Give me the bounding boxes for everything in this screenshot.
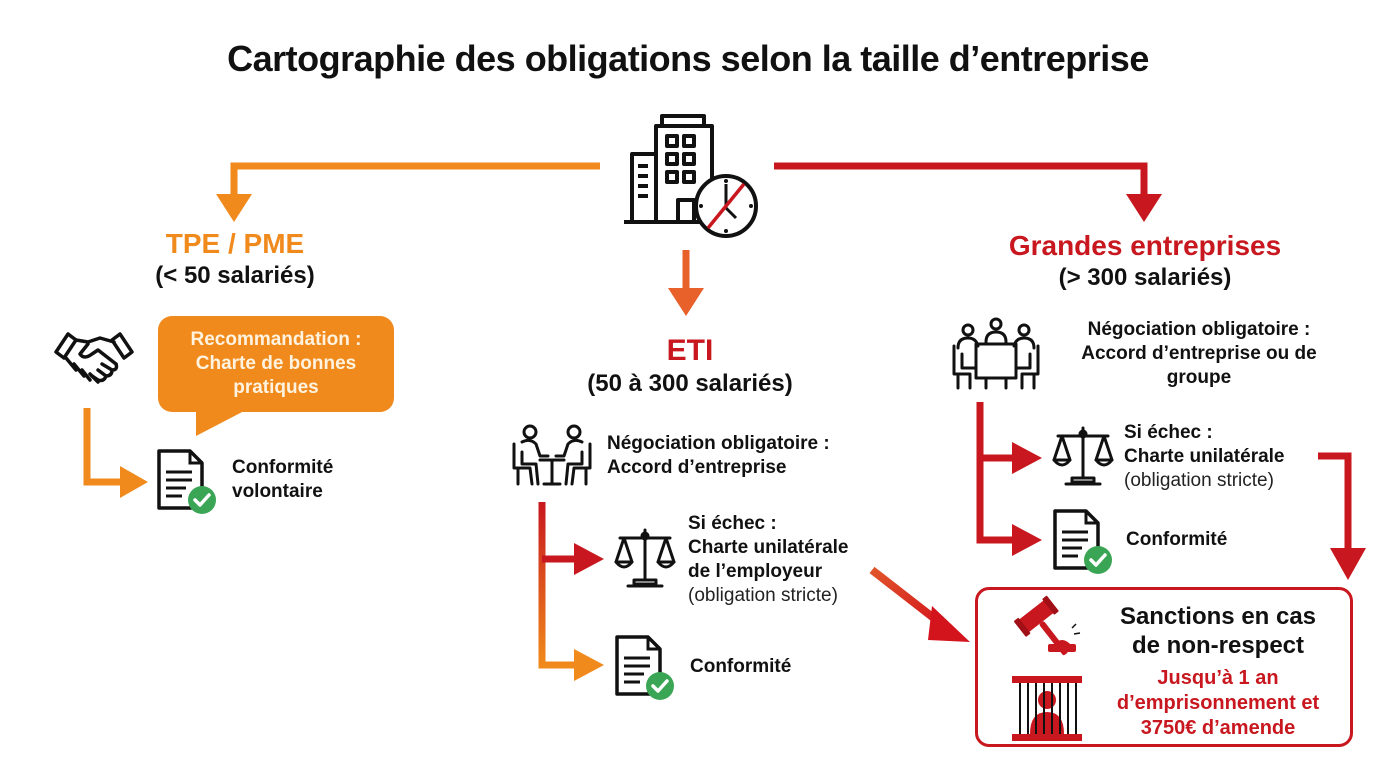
grandes-echec-label: Si échec : Charte unilatérale (obligatio…: [1124, 422, 1285, 491]
tpe-pme-title: TPE / PME: [165, 228, 305, 259]
arrow-eti-branches: [538, 502, 604, 681]
arrow-eti-to-sanctions: [869, 566, 970, 642]
grandes-negociation-label: Négociation obligatoire : Accord d’entre…: [1081, 319, 1317, 388]
two-people-meeting-icon: [512, 424, 592, 486]
arrow-to-tpe-pme: [216, 162, 600, 222]
prison-bars-icon: [1012, 676, 1082, 741]
arrow-to-eti: [668, 250, 704, 316]
page-title: Cartographie des obligations selon la ta…: [227, 38, 1149, 79]
recommandation-bubble: Recommandation : Charte de bonnes pratiq…: [158, 316, 394, 412]
arrow-grandes-to-sanctions: [1318, 452, 1366, 580]
sanctions-detail: Jusqu’à 1 an d’emprisonnement et 3750€ d…: [1116, 667, 1320, 739]
gavel-icon: [1014, 595, 1081, 656]
arrow-tpe-to-conformite: [83, 408, 148, 498]
eti-conformite-label: Conformité: [690, 656, 792, 677]
eti-title: ETI: [666, 334, 714, 367]
building-with-crossed-clock-icon: [624, 114, 758, 238]
scales-icon: [614, 528, 676, 588]
grandes-entreprises-size: (> 300 salariés): [1058, 264, 1232, 291]
eti-negociation-label: Négociation obligatoire : Accord d’entre…: [607, 433, 830, 478]
eti-size: (50 à 300 salariés): [587, 370, 793, 397]
grandes-conformite-label: Conformité: [1126, 529, 1228, 550]
tpe-conformite-label: Conformité volontaire: [232, 457, 334, 502]
arrow-to-grandes-entreprises: [774, 162, 1162, 222]
scales-icon: [1052, 426, 1114, 486]
document-check-icon: [615, 635, 674, 700]
grandes-entreprises-title: Grandes entreprises: [1008, 230, 1282, 261]
tpe-pme-size: (< 50 salariés): [155, 262, 315, 289]
sanctions-title: Sanctions en cas de non-respect: [1119, 603, 1317, 659]
document-check-icon: [1053, 509, 1112, 574]
document-check-icon: [157, 449, 216, 514]
bubble-tail: [196, 410, 246, 436]
group-meeting-table-icon: [952, 317, 1040, 390]
eti-echec-label: Si échec : Charte unilatérale de l’emplo…: [688, 513, 849, 606]
tpe-pme-header: TPE / PME (< 50 salariés): [90, 228, 380, 290]
eti-header: ETI (50 à 300 salariés): [540, 334, 840, 398]
arrow-grandes-branches: [976, 402, 1042, 556]
grandes-entreprises-header: Grandes entreprises (> 300 salariés): [980, 230, 1310, 292]
handshake-icon: [54, 332, 134, 384]
sanctions-box: Sanctions en cas de non-respect Jusqu’à …: [975, 587, 1353, 747]
